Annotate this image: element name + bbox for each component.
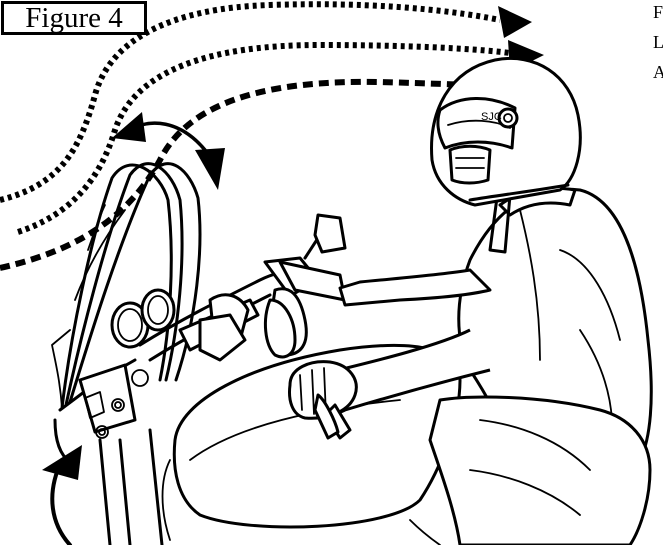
front-fork: [100, 430, 162, 545]
edge-text-line-2: L: [653, 32, 663, 52]
mount-rotation-arrow: [42, 445, 82, 545]
edge-text-line-1: F: [653, 2, 663, 22]
figure-label: Figure 4: [1, 1, 147, 35]
helmet: SJC: [432, 58, 581, 205]
gauges: [112, 290, 174, 347]
edge-text-line-3: A: [653, 62, 663, 82]
helmet-logo: SJC: [481, 111, 502, 123]
mount-hardware: [80, 365, 148, 438]
airflow-arrowhead-upper: [498, 6, 532, 38]
